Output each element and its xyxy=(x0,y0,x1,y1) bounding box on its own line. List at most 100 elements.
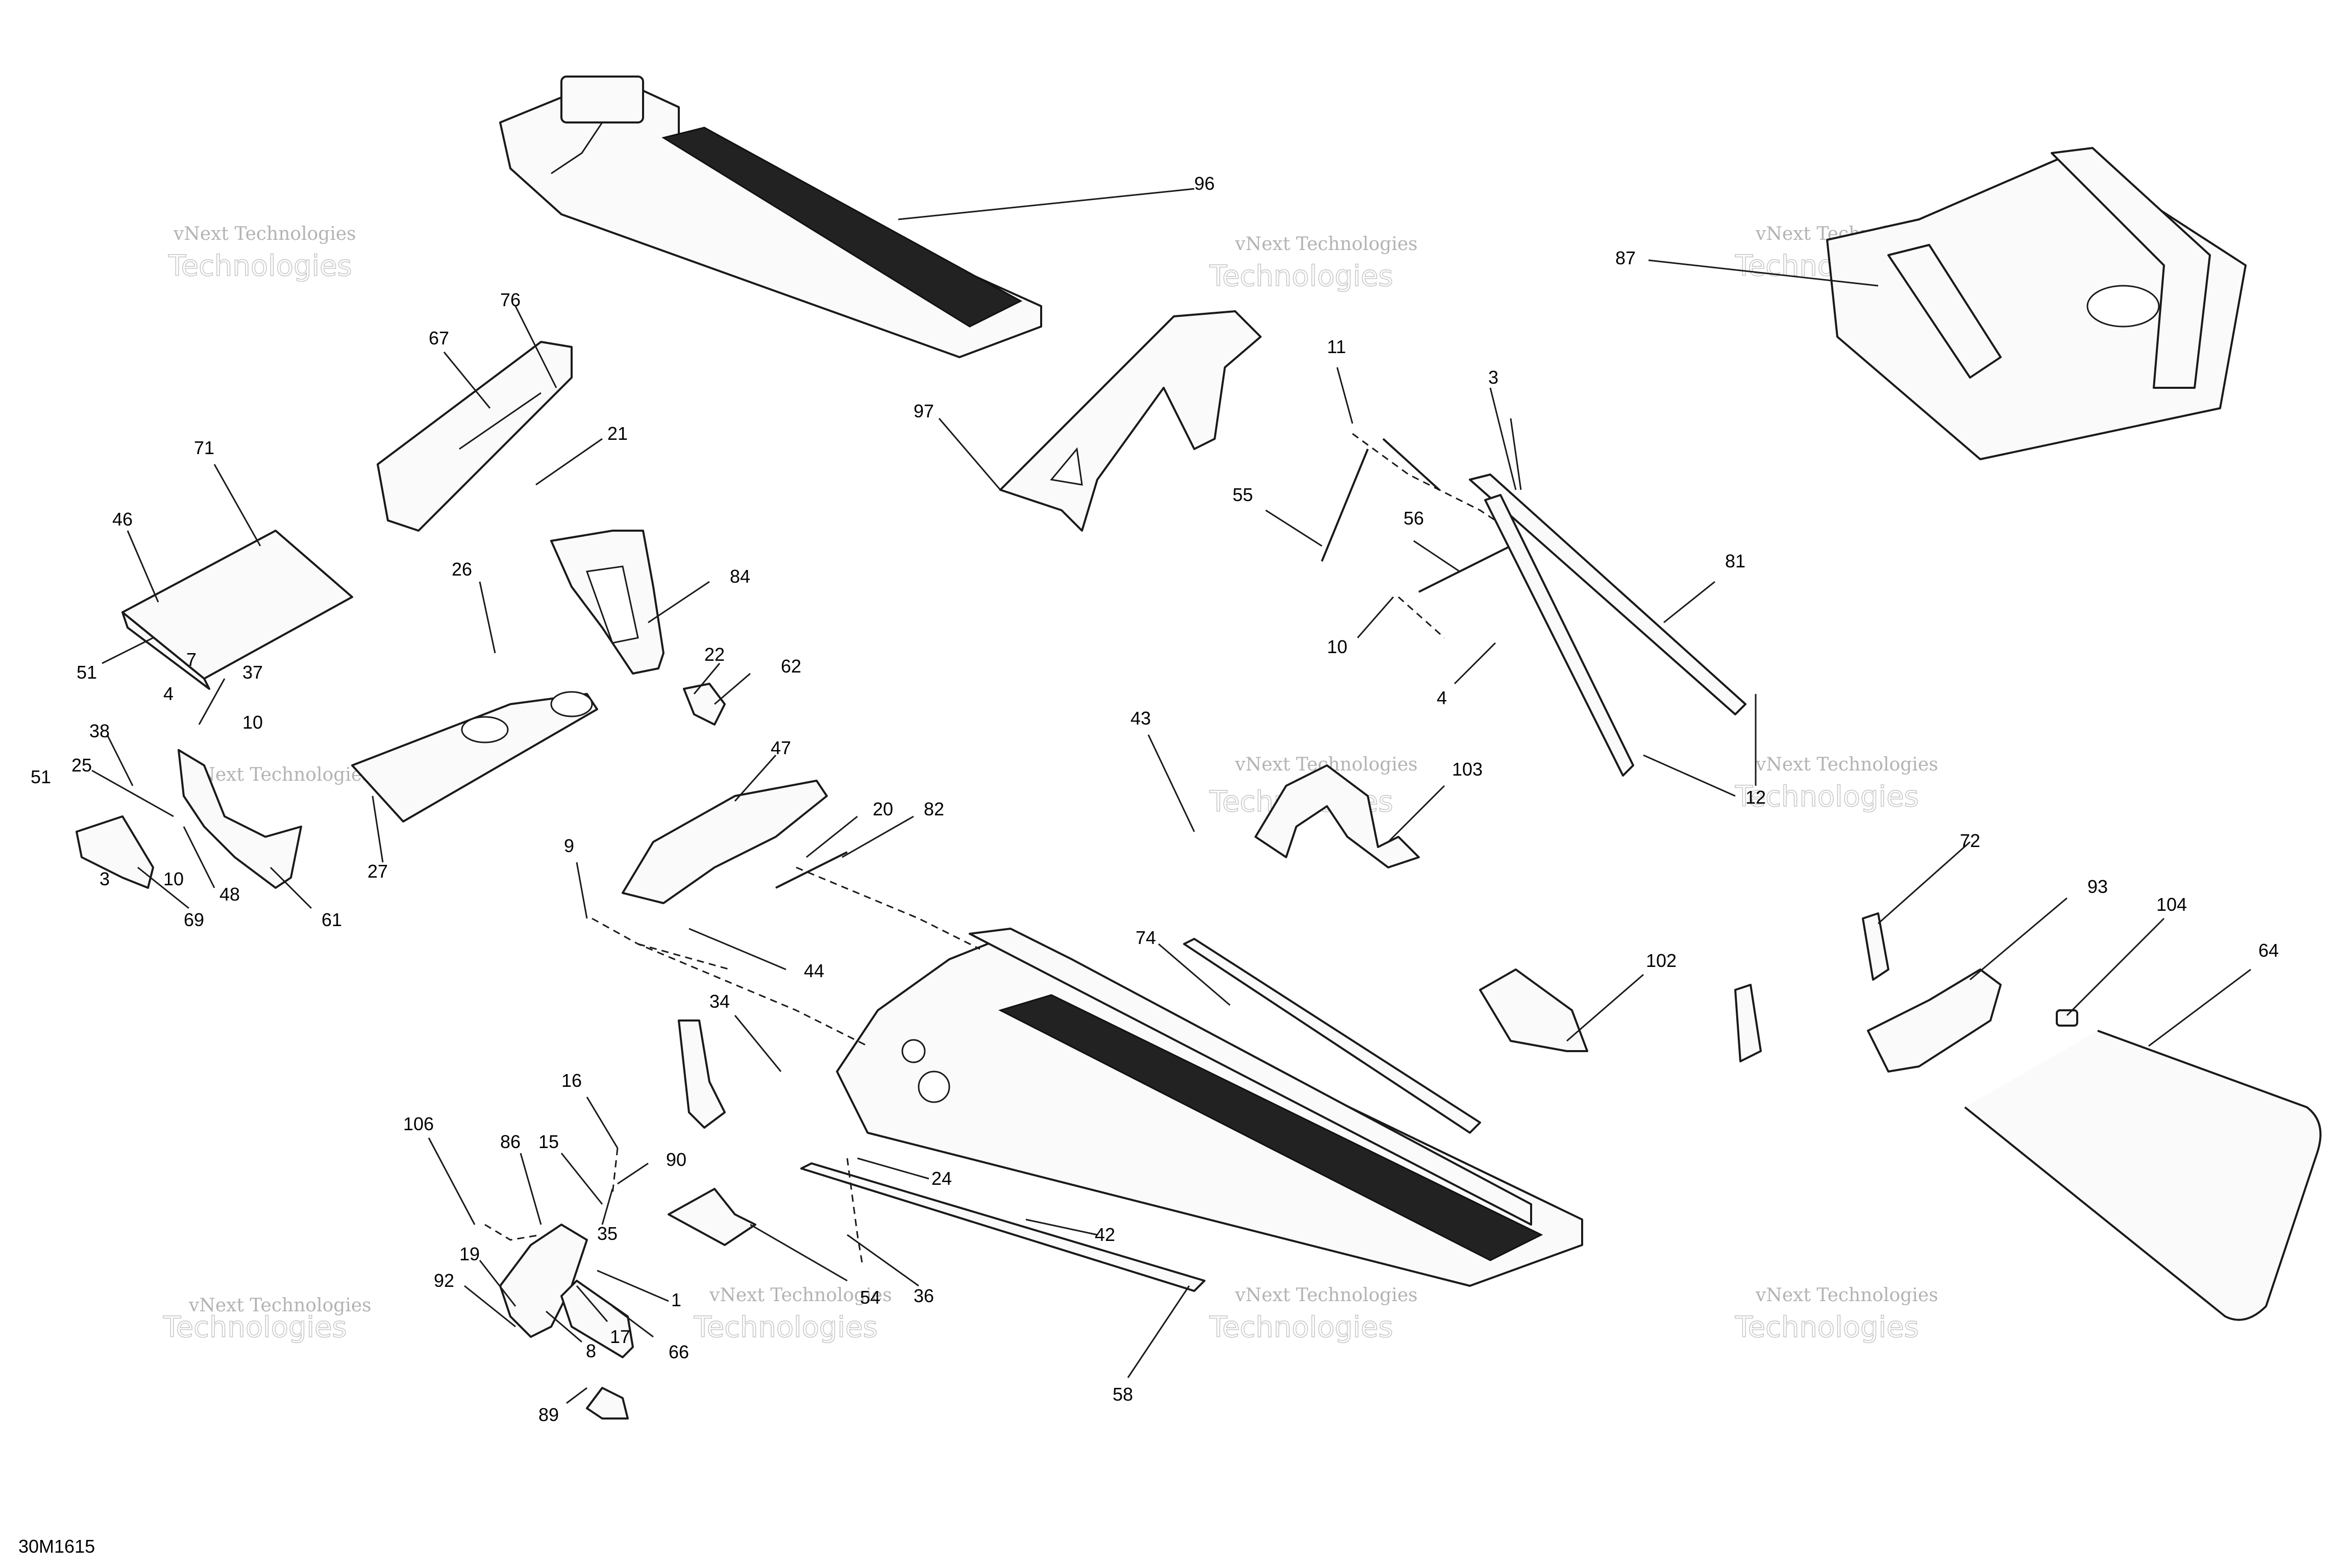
callout-47: 47 xyxy=(771,737,791,758)
callout-15: 15 xyxy=(538,1131,559,1152)
watermark-text: Technologies xyxy=(694,1311,878,1344)
watermark-text: Technologies xyxy=(168,250,352,283)
watermark-text: vNext Technologies xyxy=(188,764,372,785)
part-66-footrest xyxy=(560,1280,634,1358)
callout-44: 44 xyxy=(804,960,824,981)
callout-8: 8 xyxy=(586,1340,596,1361)
watermark-text: vNext Technologies xyxy=(188,1295,372,1316)
callout-43: 43 xyxy=(1130,708,1151,729)
drawing-code: 30M1615 xyxy=(18,1536,95,1557)
callout-86: 86 xyxy=(500,1131,521,1152)
callout-19: 19 xyxy=(459,1243,480,1264)
callout-38: 38 xyxy=(89,720,110,741)
part-74-rail xyxy=(1183,938,1481,1134)
callout-46: 46 xyxy=(112,509,133,530)
callout-1: 1 xyxy=(671,1289,681,1310)
callout-82: 82 xyxy=(924,799,944,819)
callout-3b: 3 xyxy=(100,868,110,889)
callout-93: 93 xyxy=(2087,876,2108,897)
watermark-text: Technologies xyxy=(1735,1311,1919,1344)
callout-25: 25 xyxy=(71,755,92,776)
watermark-text: vNext Technologies xyxy=(1235,1285,1418,1306)
callout-51b: 51 xyxy=(31,766,51,787)
part-87-frame-module xyxy=(1826,147,2247,460)
callout-42: 42 xyxy=(1095,1224,1115,1245)
part-76-plate xyxy=(377,341,573,532)
watermark-text: vNext Technologies xyxy=(709,1285,892,1306)
part-97-upper-bracket xyxy=(999,310,1262,532)
leader-lines xyxy=(91,188,2251,1404)
callout-96: 96 xyxy=(1194,173,1215,194)
callout-66: 66 xyxy=(669,1341,689,1362)
callout-69: 69 xyxy=(184,909,204,930)
part-89-clip xyxy=(586,1387,629,1420)
callout-17: 17 xyxy=(610,1326,630,1347)
part-84-bracket xyxy=(550,530,665,675)
callout-90: 90 xyxy=(666,1149,686,1170)
part-58-rail xyxy=(800,1162,1205,1292)
callout-81: 81 xyxy=(1725,551,1745,571)
callout-106: 106 xyxy=(403,1113,434,1134)
callout-102: 102 xyxy=(1646,950,1677,971)
part-54-bracket xyxy=(668,1188,756,1246)
part-61-bracket xyxy=(76,749,302,889)
part-93-bracket xyxy=(1734,912,2002,1073)
part-34-bracket xyxy=(678,1019,726,1129)
part-62-bracket xyxy=(683,683,726,726)
callout-84: 84 xyxy=(730,566,750,587)
callout-74: 74 xyxy=(1136,927,1156,948)
callout-36: 36 xyxy=(914,1285,934,1306)
callout-20: 20 xyxy=(873,799,893,819)
watermark-text: vNext Technologies xyxy=(173,223,356,244)
callout-26: 26 xyxy=(452,559,472,580)
callout-labels: 96 87 97 11 3 55 56 81 10 4 12 43 103 76… xyxy=(31,173,2279,1425)
part-102-plate xyxy=(1479,968,1588,1052)
callout-4: 4 xyxy=(1437,687,1447,708)
watermark-text: Technologies xyxy=(1735,780,1919,813)
part-71-plate xyxy=(121,530,353,690)
part-27-plate xyxy=(351,691,598,823)
assembly-lines xyxy=(484,433,1496,1266)
callout-87: 87 xyxy=(1615,247,1636,268)
callout-67: 67 xyxy=(429,328,449,349)
watermark-text: Technologies xyxy=(1209,260,1393,293)
watermark-text: vNext Technologies xyxy=(1755,1285,1938,1306)
callout-12: 12 xyxy=(1745,787,1766,808)
part-104-clip xyxy=(2056,1009,2078,1027)
callout-62: 62 xyxy=(781,656,801,677)
watermark-text: Technologies xyxy=(163,1311,347,1344)
watermark-text: Technologies xyxy=(1209,1311,1393,1344)
callout-4: 4 xyxy=(163,683,174,704)
callout-37: 37 xyxy=(242,662,263,683)
callout-64: 64 xyxy=(2258,940,2279,961)
callout-22: 22 xyxy=(704,644,725,665)
callout-24: 24 xyxy=(931,1168,952,1189)
callout-3: 3 xyxy=(1488,367,1498,388)
watermark-group: vNext Technologies Technologies vNext Te… xyxy=(162,223,1938,1345)
part-64-bumper xyxy=(1964,1030,2322,1321)
callout-7: 7 xyxy=(186,649,196,670)
callout-103: 103 xyxy=(1452,759,1483,780)
callout-56: 56 xyxy=(1404,508,1424,529)
callout-35: 35 xyxy=(597,1223,618,1244)
callout-9: 9 xyxy=(564,835,574,856)
callout-34: 34 xyxy=(709,991,730,1012)
callout-10c: 10 xyxy=(163,868,184,889)
callout-54: 54 xyxy=(860,1287,880,1308)
part-96-tunnel-assembly xyxy=(499,76,1042,358)
callout-10b: 10 xyxy=(242,712,263,733)
part-47-bracket xyxy=(622,780,848,904)
callout-76: 76 xyxy=(500,289,521,310)
callout-92: 92 xyxy=(434,1270,454,1291)
callout-58: 58 xyxy=(1113,1384,1133,1405)
callout-11: 11 xyxy=(1327,336,1346,357)
callout-21: 21 xyxy=(607,423,628,444)
callout-10: 10 xyxy=(1327,636,1347,657)
part-103-bracket xyxy=(1254,764,1420,868)
callout-72: 72 xyxy=(1960,830,1980,851)
callout-16: 16 xyxy=(561,1070,582,1091)
callout-27: 27 xyxy=(367,861,388,882)
callout-89: 89 xyxy=(538,1404,559,1425)
callout-48: 48 xyxy=(219,884,240,905)
